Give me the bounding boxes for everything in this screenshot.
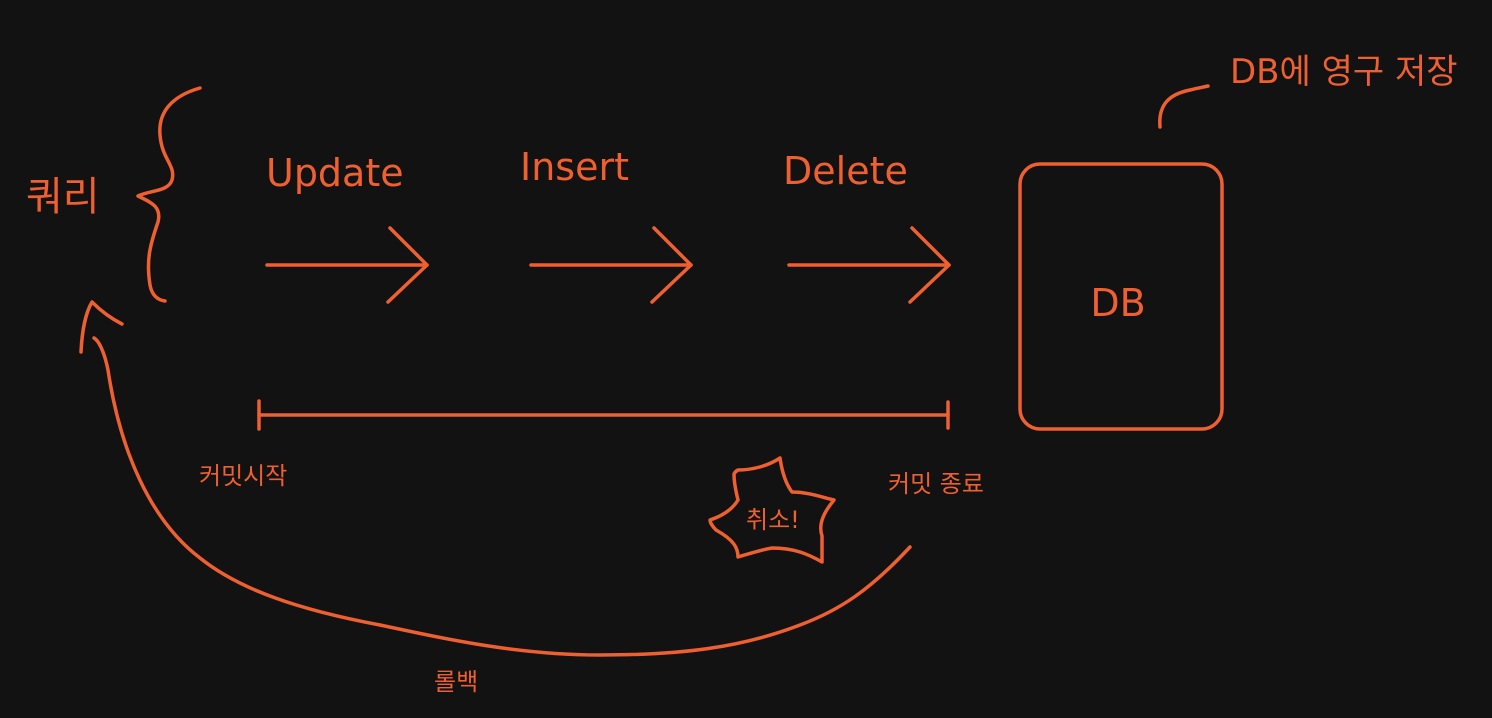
- rollback-arrowhead: [79, 300, 124, 354]
- db-note: DB에 영구 저장: [1230, 52, 1458, 92]
- arrow-delete: [787, 226, 951, 304]
- commit-span: [257, 399, 950, 431]
- arrow-update: [265, 226, 429, 304]
- query-brace: [136, 86, 202, 303]
- db-box: [1018, 162, 1224, 431]
- db-label: DB: [1090, 281, 1145, 325]
- commit-start-label: 커밋시작: [199, 462, 287, 490]
- db-note-callout: [1158, 84, 1210, 129]
- rollback-label: 롤백: [434, 668, 478, 696]
- commit-end-label: 커밋 종료: [888, 470, 984, 498]
- operation-label-update: Update: [266, 151, 404, 195]
- cancel-label: 취소!: [746, 506, 800, 534]
- cancel-starburst: [708, 456, 836, 564]
- arrow-insert: [529, 226, 693, 304]
- rollback-arrow: [92, 336, 912, 657]
- query-label: 쿼리: [26, 174, 100, 220]
- operation-label-insert: Insert: [520, 145, 629, 189]
- operation-label-delete: Delete: [783, 149, 908, 193]
